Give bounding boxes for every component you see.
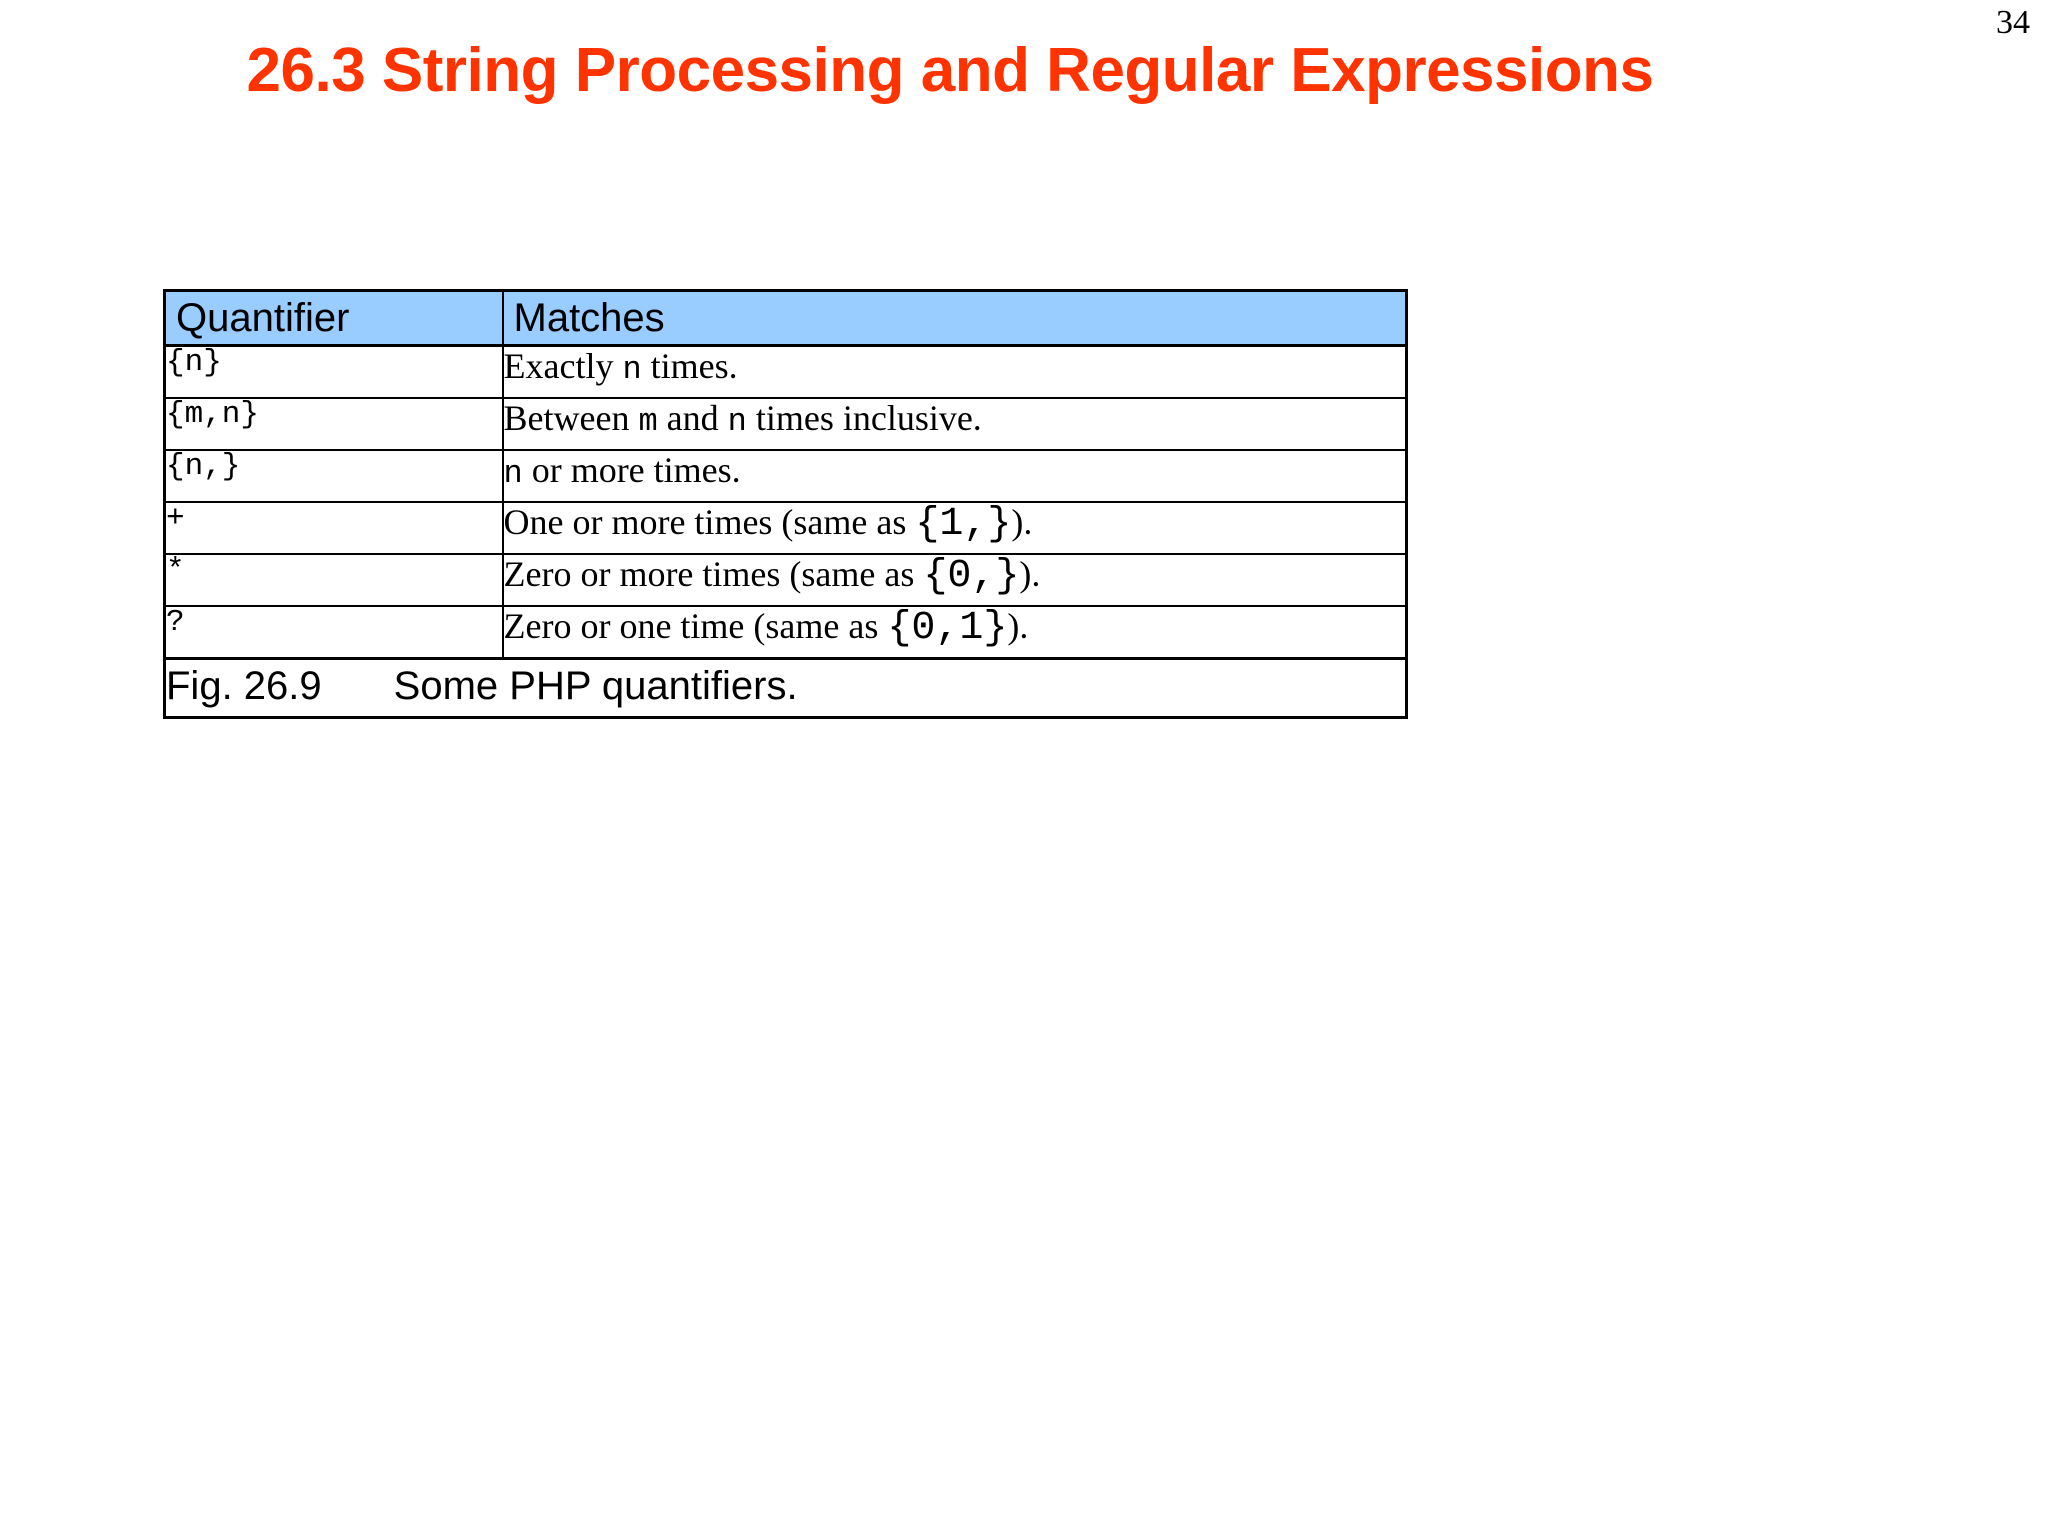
figure-label: Fig. 26.9 [166,664,322,708]
cell-quantifier: {n} [163,344,504,399]
column-header-quantifier: Quantifier [163,289,504,347]
slide-title: 26.3 String Processing and Regular Expre… [246,36,1654,105]
table-caption-row: Fig. 26.9 Some PHP quantifiers. [163,657,1408,719]
table-row: * Zero or more times (same as {0,}). [163,553,1408,607]
column-header-matches: Matches [501,289,1408,347]
cell-matches: Zero or one time (same as {0,1}). [501,605,1408,660]
table-row: + One or more times (same as {1,}). [163,501,1408,555]
quantifiers-table: Quantifier Matches {n} Exactly n times. … [163,289,1408,719]
match-suffix: ). [1007,606,1029,646]
cell-quantifier: {m,n} [163,397,504,451]
cell-matches: One or more times (same as {1,}). [501,501,1408,555]
cell-quantifier: {n,} [163,449,504,503]
match-code: {0,1} [887,606,1008,651]
cell-matches: Between m and n times inclusive. [501,397,1408,451]
match-prefix: Zero or more times (same as [503,554,924,594]
table-row: {n,} n or more times. [163,449,1408,503]
match-code-2: n [727,403,747,440]
match-prefix: Zero or one time (same as [503,606,888,646]
cell-matches: Zero or more times (same as {0,}). [501,553,1408,607]
table-header-row: Quantifier Matches [163,289,1408,347]
table-row: ? Zero or one time (same as {0,1}). [163,605,1408,660]
cell-matches: n or more times. [501,449,1408,503]
page-number: 34 [1996,4,2030,41]
match-suffix: ). [1019,554,1041,594]
match-code: m [638,403,658,440]
match-code: n [622,351,642,388]
match-code: {0,} [923,554,1020,599]
cell-quantifier: + [163,501,504,555]
match-suffix: or more times. [522,450,741,490]
table-row: {m,n} Between m and n times inclusive. [163,397,1408,451]
match-code: n [503,455,523,492]
match-suffix: ). [1011,502,1033,542]
table-row: {n} Exactly n times. [163,344,1408,399]
match-suffix: times inclusive. [746,398,982,438]
cell-quantifier: * [163,553,504,607]
match-prefix: One or more times (same as [503,502,916,542]
figure-caption-text: Some PHP quantifiers. [393,664,798,708]
match-prefix: Exactly [503,346,623,386]
figure-caption: Fig. 26.9 Some PHP quantifiers. [163,657,1408,719]
match-code: {1,} [915,502,1012,547]
quantifiers-table-container: Quantifier Matches {n} Exactly n times. … [163,289,1408,719]
match-prefix: Between [503,398,639,438]
match-suffix: times. [641,346,738,386]
match-mid: and [657,398,728,438]
cell-matches: Exactly n times. [501,344,1408,399]
cell-quantifier: ? [163,605,504,660]
